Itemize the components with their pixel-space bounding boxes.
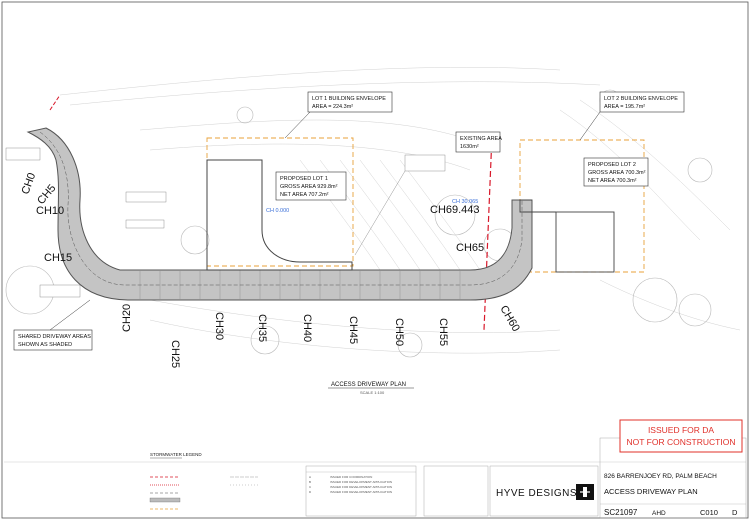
revision-c: ISSUED FOR DEVELOPMENT APPLICATION	[330, 485, 392, 489]
revision-a: ISSUED FOR COORDINATION	[330, 475, 372, 479]
lot2-structure	[555, 211, 615, 273]
brand-name: HYVE DESIGNS	[496, 488, 577, 499]
lot1-title: PROPOSED LOT 1	[280, 176, 328, 182]
revision-d: ISSUED FOR DEVELOPMENT APPLICATION	[330, 490, 392, 494]
callout-proposed-lot2: PROPOSED LOT 2 GROSS AREA 700.3m² NET AR…	[583, 157, 649, 187]
driveway-centreline	[39, 131, 523, 286]
lot1-envelope-title: LOT 1 BUILDING ENVELOPE	[312, 96, 386, 102]
lot1-gross-area: GROSS AREA 929.8m²	[280, 184, 338, 190]
existing-area-title: EXISTING AREA	[460, 136, 502, 142]
revision-d-code: D	[309, 490, 312, 494]
lot2-envelope-area: AREA = 195.7m²	[604, 104, 645, 110]
callout-proposed-lot1: PROPOSED LOT 1 GROSS AREA 929.8m² NET AR…	[275, 171, 347, 201]
callout-lot2-envelope: LOT 2 BUILDING ENVELOPE AREA = 195.7m²	[579, 91, 685, 141]
chainage-ch5: CH5	[35, 182, 58, 207]
chainage-ch25: CH25	[169, 340, 181, 368]
chainage-ch15: CH15	[44, 252, 72, 264]
revision-a-code: A	[309, 475, 311, 479]
lot2-envelope-title: LOT 2 BUILDING ENVELOPE	[604, 96, 678, 102]
shared-driveway-line1: SHARED DRIVEWAY AREAS	[18, 334, 91, 340]
chainage-ch55: CH55	[437, 318, 449, 346]
existing-area-value: 1630m²	[460, 144, 479, 150]
chainage-ch10: CH10	[36, 205, 64, 217]
lot2-gross-area: GROSS AREA 700.3m²	[588, 170, 646, 176]
plan-scale: SCALE 1:100	[360, 390, 385, 395]
stormwater-legend: STORMWATER LEGEND	[149, 452, 258, 510]
revision-b-code: B	[309, 480, 311, 484]
lot1-envelope-area: AREA = 224.3m²	[312, 104, 353, 110]
chainage-ch50: CH50	[393, 318, 405, 346]
revision-c-code: C	[309, 485, 312, 489]
lot-boundary-line	[483, 134, 493, 331]
plan-title: ACCESS DRIVEWAY PLAN	[331, 382, 406, 388]
legend-title: STORMWATER LEGEND	[150, 452, 202, 457]
lot1-net-area: NET AREA 707.2m²	[280, 192, 329, 198]
chainage-lot2-end: CH 30.065	[452, 199, 478, 205]
lot2-net-area: NET AREA 700.3m²	[588, 178, 637, 184]
vegetation	[5, 89, 713, 358]
stamp-line1: ISSUED FOR DA	[648, 425, 714, 435]
callout-existing-area: EXISTING AREA 1630m²	[455, 131, 502, 153]
chainage-ch35: CH35	[256, 314, 268, 342]
drawing-title: ACCESS DRIVEWAY PLAN	[604, 487, 698, 496]
leader-notes	[5, 147, 446, 298]
chainage-ch45: CH45	[347, 316, 359, 344]
chainage-ch65: CH65	[456, 242, 484, 254]
datum: AHD	[652, 510, 666, 517]
chainage-ch69: CH69.443	[430, 204, 480, 216]
chainage-ch30: CH30	[213, 312, 225, 340]
drawing-number: C010	[700, 508, 718, 517]
chainage-ch20: CH20	[121, 304, 133, 332]
stamp-line2: NOT FOR CONSTRUCTION	[627, 437, 736, 447]
callout-lot1-envelope: LOT 1 BUILDING ENVELOPE AREA = 224.3m²	[284, 91, 393, 139]
revision-table	[305, 465, 417, 517]
revision-b: ISSUED FOR DEVELOPMENT APPLICATION	[330, 480, 392, 484]
site-address: 826 BARRENJOEY RD, PALM BEACH	[604, 473, 717, 480]
job-number: SC21097	[604, 508, 638, 517]
shared-driveway-line2: SHOWN AS SHADED	[18, 342, 72, 348]
chainage-ch40: CH40	[301, 314, 313, 342]
chainage-ch0: CH0	[20, 171, 39, 196]
lot2-title: PROPOSED LOT 2	[588, 162, 636, 168]
chainage-ch60: CH60	[497, 304, 521, 334]
callout-shared-driveway: SHARED DRIVEWAY AREAS SHOWN AS SHADED	[13, 299, 93, 351]
lot1-access	[206, 159, 353, 271]
revision-code: D	[732, 508, 738, 517]
chainage-lot1-start: CH 0.000	[266, 208, 289, 214]
shared-driveway	[26, 127, 533, 301]
issue-stamp: ISSUED FOR DA NOT FOR CONSTRUCTION	[619, 419, 743, 453]
